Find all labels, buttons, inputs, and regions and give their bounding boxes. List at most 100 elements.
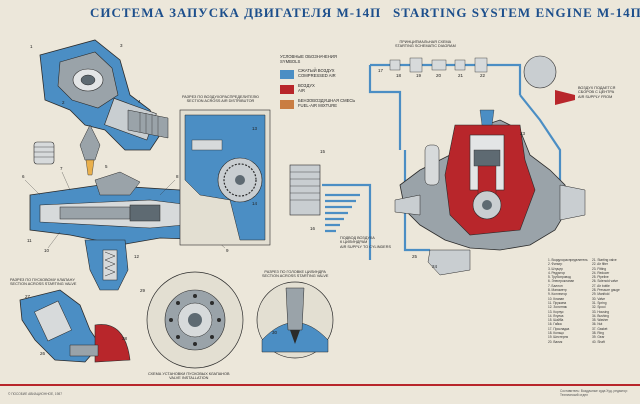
footer-right: Составитель: Воздушные суда Худ. редакто… [560,389,628,397]
air-supply-callout: ПОДВОД ВОЗДУХА К ЦИЛИНДРАМ AIR SUPPLY TO… [340,236,391,249]
parts-list-item: 24. Reducer [592,270,610,275]
part-number: 29 [140,288,146,293]
part-number: 9 [226,248,229,253]
parts-list-item: 21. Starting valve [592,258,617,262]
parts-list-item: 4. Редуктор [548,270,566,275]
parts-list-item: 18. Кольцо [548,331,564,336]
parts-list-item: 19. Шестерня [548,335,569,340]
parts-list-item: 20. Валик [548,339,563,344]
parts-list-item: 40. Shaft [592,339,605,344]
footer-left: © ПОСОБИЕ АВИАЦИОННОЕ, 1987 [8,392,62,396]
part-number: 6 [22,174,25,179]
valve-section-caption: РАЗРЕЗ ПО ПУСКОВОМУ КЛАПАНУ SECTION ACRO… [10,278,77,287]
legend-label: COMPRESSED AIR [298,73,336,78]
parts-list-item: 31. Spring [592,300,607,305]
parts-list-item: 39. Gear [592,335,605,340]
bottom-rule [0,384,640,386]
parts-list-item: 14. Втулка [548,313,564,318]
legend-label: ВОЗДУХ [298,83,315,88]
air-distributor-cutaway [33,39,169,176]
part-number: 11 [27,238,32,243]
title-russian: СИСТЕМА ЗАПУСКА ДВИГАТЕЛЯ М-14П [90,5,382,20]
parts-list-item: 7. Баллон [548,283,563,288]
legend-label: AIR [298,88,305,93]
part-number: 23 [520,131,526,136]
part-number: 27 [25,294,31,299]
part-number-labels: 1 2 3 4 5 6 7 8 9 10 11 12 13 14 15 16 1… [22,43,526,356]
part-number: 16 [310,226,316,231]
parts-list-item: 15. Шайба [548,318,564,323]
parts-list-item: 38. Ring [592,331,604,336]
parts-list-item: 29. Manifold [592,292,610,297]
distributor-inset [179,109,271,246]
parts-list-item: 33. Housing [592,309,610,314]
part-number: 26 [40,351,46,356]
parts-list-item: 12. Золотник [548,305,567,310]
part-number: 24 [432,264,438,269]
parts-list-item: 17. Прокладка [548,326,570,331]
part-number: 12 [134,254,140,259]
part-number: 3 [120,43,123,48]
legend-label: СЖАТЫЙ ВОЗДУХ [298,68,335,73]
cylinder-section-caption: РАЗРЕЗ ПО ГОЛОВКЕ ЦИЛИНДРА SECTION ACROS… [262,270,329,279]
parts-list-item: 3. Штуцер [548,266,563,271]
part-number: 10 [44,248,50,253]
parts-list-item: 2. Фильтр [548,262,563,267]
parts-list-item: 11. Пружина [548,300,567,305]
parts-list-item: 26. Solenoid valve [592,279,619,284]
part-number: 4 [138,99,141,104]
schematic-label-en: STARTING SCHEMATIC DIAGRAM [395,44,456,49]
legend-swatch-air [280,85,294,94]
symbols-legend: УСЛОВНЫЕ ОБОЗНАЧЕНИЯ SYMBOLS СЖАТЫЙ ВОЗД… [280,54,375,115]
part-number: 18 [396,73,402,78]
parts-list-item: 35. Washer [592,318,609,323]
part-number: 1 [30,44,33,49]
parts-list-item: 34. Bushing [592,313,609,318]
part-number: 22 [480,73,486,78]
part-number: 15 [320,149,326,154]
schematic-label-ru: ПРИНЦИПИАЛЬНАЯ СХЕМА [399,40,452,44]
engine-cutaway [394,109,586,276]
title-bar: СИСТЕМА ЗАПУСКА ДВИГАТЕЛЯ М-14П STARTING… [0,0,640,24]
part-number: 21 [458,73,464,78]
part-number: 14 [252,201,258,206]
part-number: 25 [412,254,418,259]
schematic-components [289,55,575,216]
part-number: 7 [60,166,63,171]
parts-list-item: 36. Nut [592,322,603,327]
part-number: 20 [436,73,442,78]
parts-list-item: 23. Fitting [592,266,606,271]
installation-caption: СХЕМА УСТАНОВКИ ПУСКОВЫХ КЛАПАНОВ VALVE … [148,372,230,381]
parts-list-item: 28. Pressure gauge [592,288,620,293]
parts-list-item: 6. Электроклапан [548,279,575,284]
parts-list-item: 5. Трубопровод [548,275,571,280]
part-number: 8 [176,174,179,179]
parts-list-item: 13. Корпус [548,309,564,314]
legend-heading-ru: УСЛОВНЫЕ ОБОЗНАЧЕНИЯ [280,54,337,59]
legend-heading-en: SYMBOLS [280,59,301,64]
part-number: 5 [105,164,108,169]
distributor-section-caption: РАЗРЕЗ ПО ВОЗДУХОРАСПРЕДЕЛИТЕЛЮ SECTION … [182,95,259,104]
air-source-callout: ВОЗДУХ ПОДАЕТСЯ СБОРОВ С ЦЕНТРА AIR SUPP… [578,86,616,99]
parts-list-item: 27. Air bottle [592,283,610,288]
legend-label: FUEL-AIR MIXTURE [298,103,338,108]
legend-swatch-mixture [280,100,294,109]
parts-list-item: 16. Гайка [548,322,562,327]
parts-list-item: 25. Pipeline [592,275,609,280]
parts-list-item: 22. Air filter [592,262,608,267]
parts-list-item: 30. Valve [592,296,606,301]
parts-list-item: 8. Манометр [548,288,567,293]
parts-list-item: 37. Gasket [592,326,608,331]
part-number: 30 [272,330,278,335]
parts-list-item: 10. Клапан [548,296,565,301]
legend-label: БЕНЗОВОЗДУШНАЯ СМЕСЬ [298,98,356,103]
part-number: 19 [416,73,422,78]
starting-valve-section [19,289,131,363]
cylinder-section-inset [256,281,334,359]
part-number: 17 [378,68,384,73]
